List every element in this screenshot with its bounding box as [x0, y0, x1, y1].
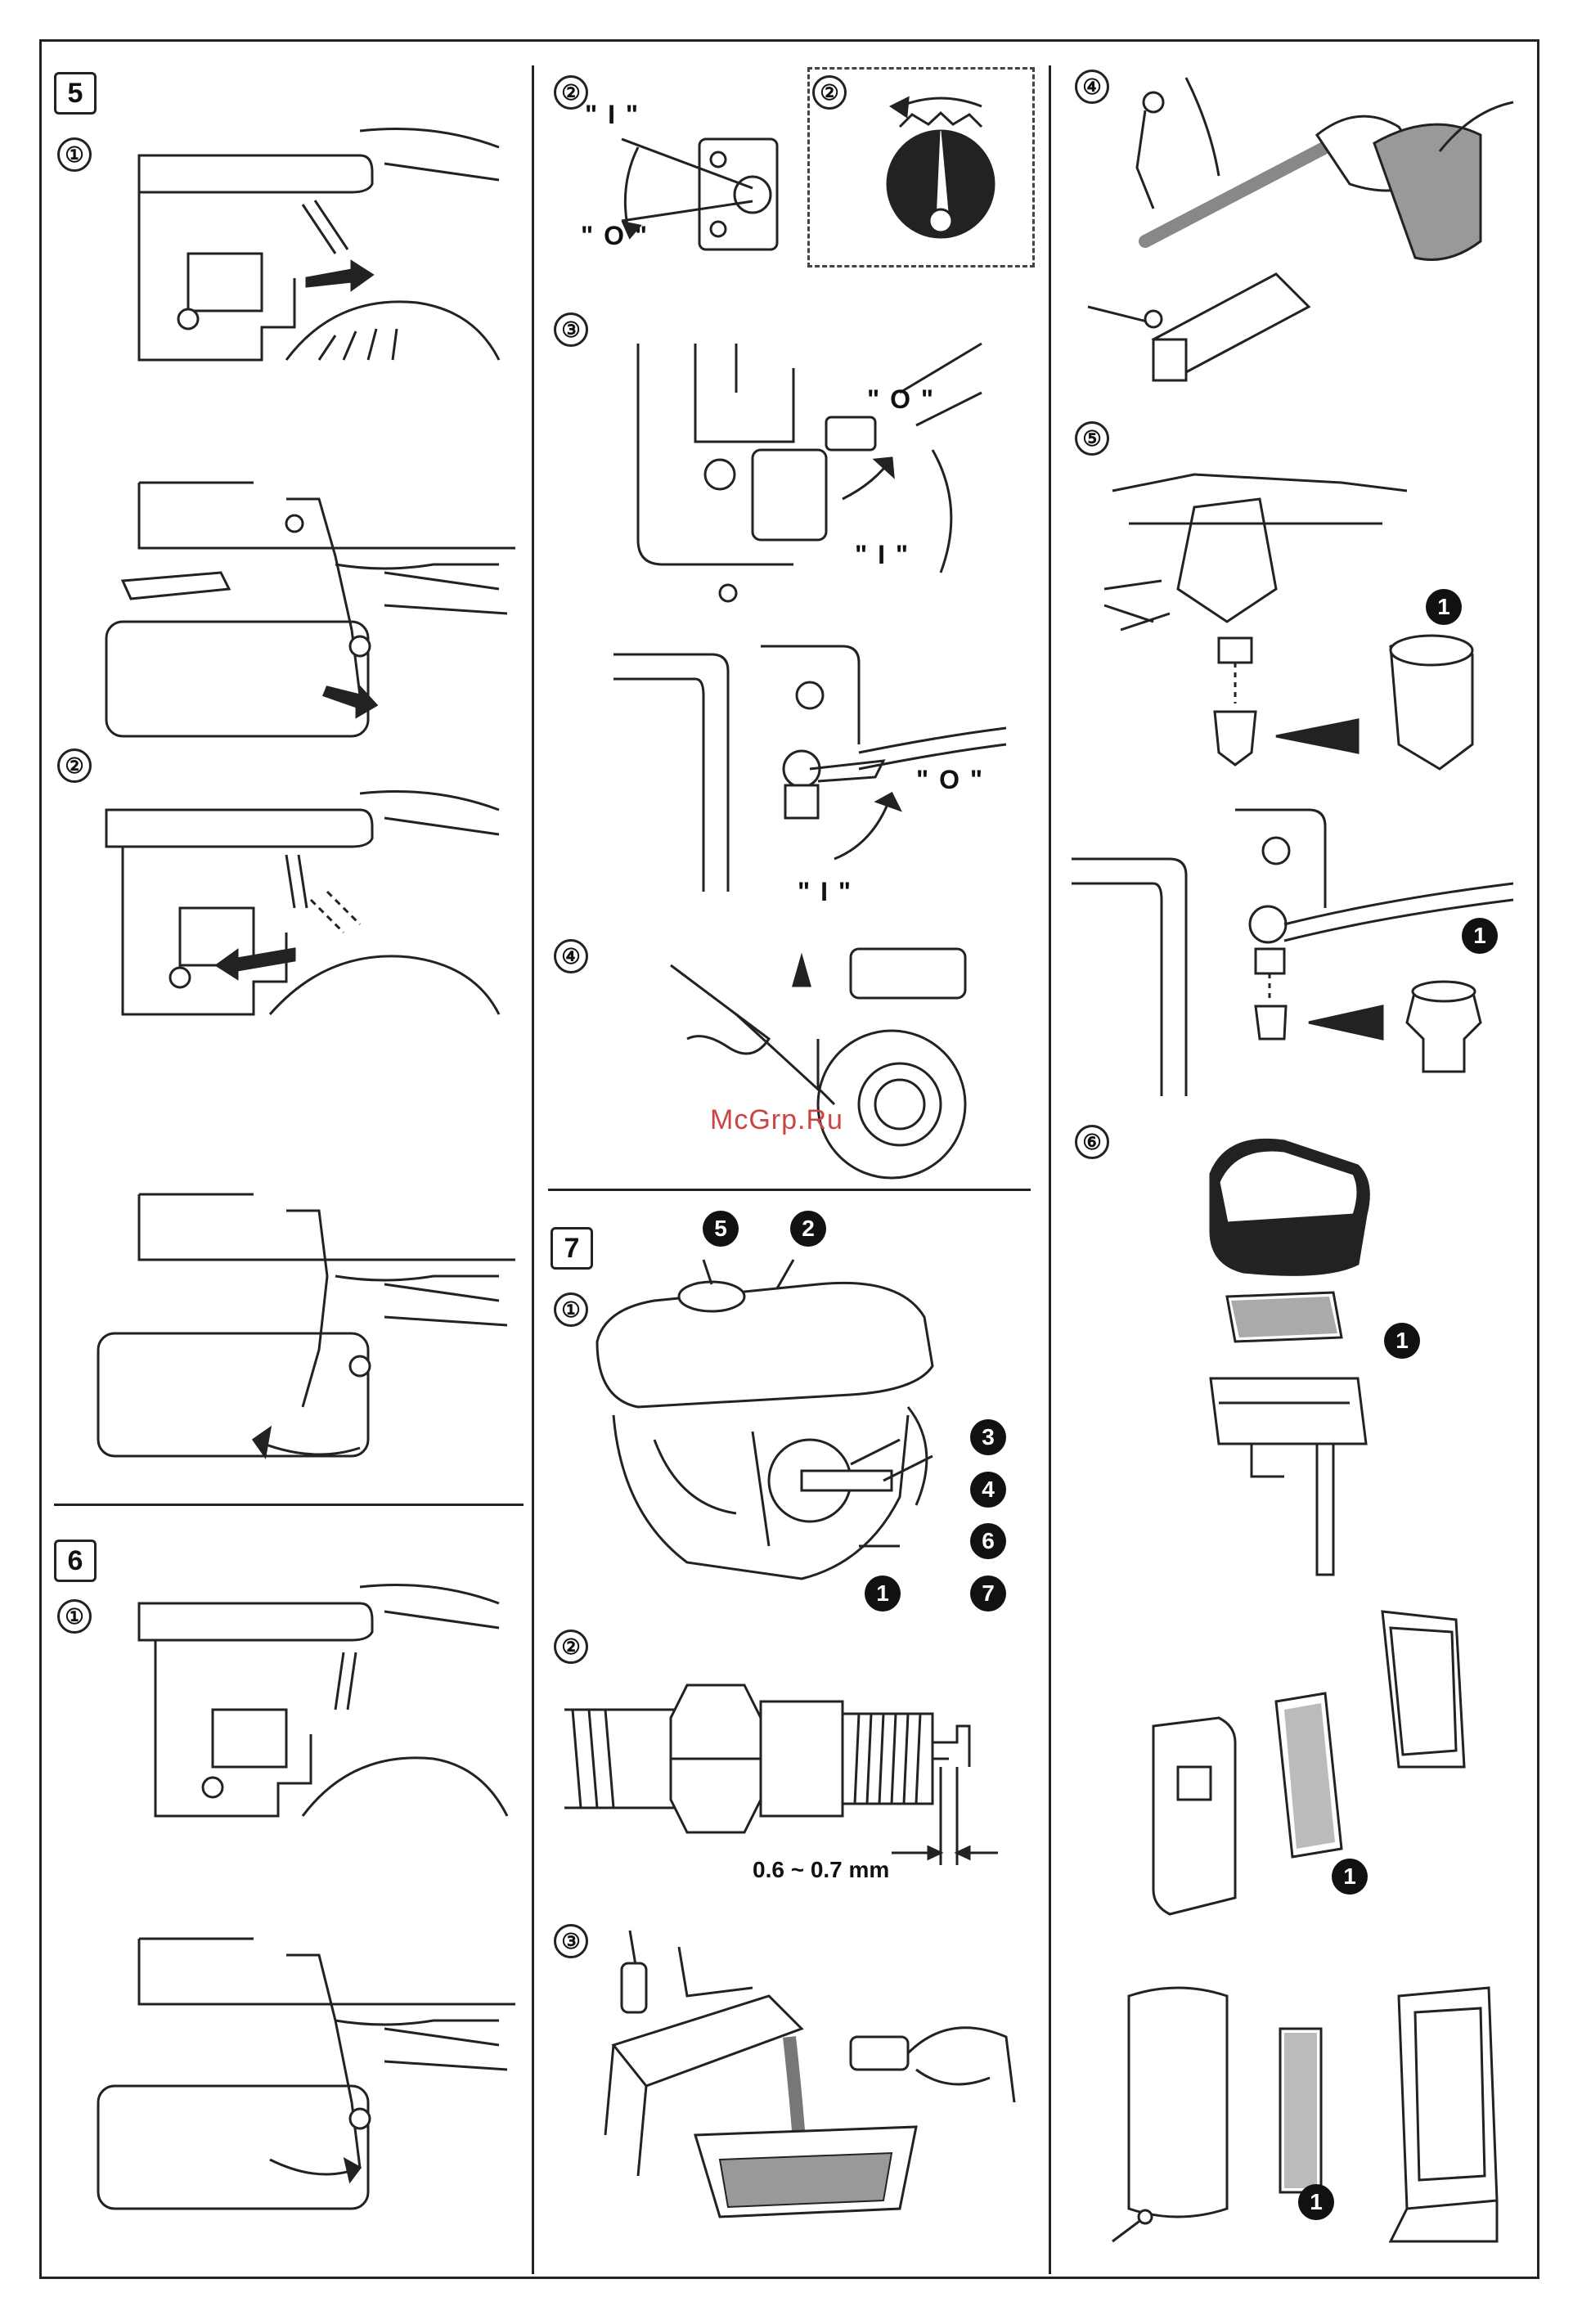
step-mid-2b: ② — [812, 75, 847, 110]
callout-7-6: 6 — [970, 1523, 1006, 1559]
recoil-starter-pull-illustration — [671, 941, 982, 1178]
throttle-linkage-illustration-6-1b — [90, 1922, 515, 2233]
air-cleaner-illustration-a — [1194, 1133, 1391, 1583]
step-right-6: ⑥ — [1075, 1125, 1109, 1159]
engine-overview-illustration — [589, 1235, 949, 1628]
throttle-linkage-illustration-5-2b — [90, 1170, 515, 1472]
callout-7-2: 2 — [790, 1211, 826, 1247]
step-mid-3: ③ — [554, 312, 588, 347]
throttle-linkage-illustration-5-1b — [90, 450, 515, 736]
step-mid-4: ④ — [554, 939, 588, 973]
spark-plug-gap-illustration — [556, 1652, 1014, 1881]
section-divider-7 — [548, 1189, 1031, 1191]
step-mid-2a: ② — [554, 75, 588, 110]
section-divider-6 — [54, 1504, 524, 1506]
throttle-lever-illustration-5-2a — [90, 785, 515, 1063]
section-5-badge: 5 — [54, 72, 97, 115]
rotary-switch-illustration — [867, 82, 1014, 245]
section-7-badge: 7 — [551, 1227, 593, 1270]
callout-7-4: 4 — [970, 1472, 1006, 1508]
fuel-valve-illustration-a — [630, 344, 982, 605]
spark-plug-gap-label: 0.6 ~ 0.7 mm — [753, 1857, 889, 1883]
fuel-valve-a-on-label: " I " — [855, 540, 910, 570]
callout-right-1a: 1 — [1426, 589, 1462, 625]
callout-right-1d: 1 — [1332, 1859, 1368, 1895]
fuel-sediment-cup-illustration-b — [1072, 802, 1513, 1096]
callout-7-3: 3 — [970, 1419, 1006, 1455]
column-divider-left — [532, 65, 534, 2274]
throttle-lever-illustration-6-1a — [90, 1587, 515, 1832]
oil-drain-illustration — [605, 1931, 1022, 2233]
engine-switch-toggle-illustration — [622, 123, 785, 262]
throttle-lever-illustration-5-1a — [90, 115, 515, 393]
step-7-1: ① — [554, 1292, 588, 1327]
step-7-3: ③ — [554, 1924, 588, 1958]
callout-7-7: 7 — [970, 1576, 1006, 1612]
section-6-badge: 6 — [54, 1540, 97, 1582]
column-divider-right — [1049, 65, 1051, 2274]
watermark: McGrp.Ru — [710, 1104, 843, 1136]
air-cleaner-illustration-b — [1129, 1603, 1472, 1922]
callout-7-5: 5 — [703, 1211, 739, 1247]
oil-fill-funnel-illustration — [1088, 78, 1513, 389]
fuel-valve-a-off-label: " O " — [867, 384, 935, 415]
fuel-valve-b-on-label: " I " — [798, 877, 852, 907]
step-6-1: ① — [57, 1599, 92, 1634]
step-5-2: ② — [57, 748, 92, 783]
callout-right-1e: 1 — [1298, 2184, 1334, 2220]
step-5-1: ① — [57, 137, 92, 172]
fuel-valve-b-off-label: " O " — [916, 765, 984, 795]
callout-7-1: 1 — [865, 1576, 901, 1612]
callout-right-1b: 1 — [1462, 918, 1498, 954]
callout-right-1c: 1 — [1384, 1323, 1420, 1359]
